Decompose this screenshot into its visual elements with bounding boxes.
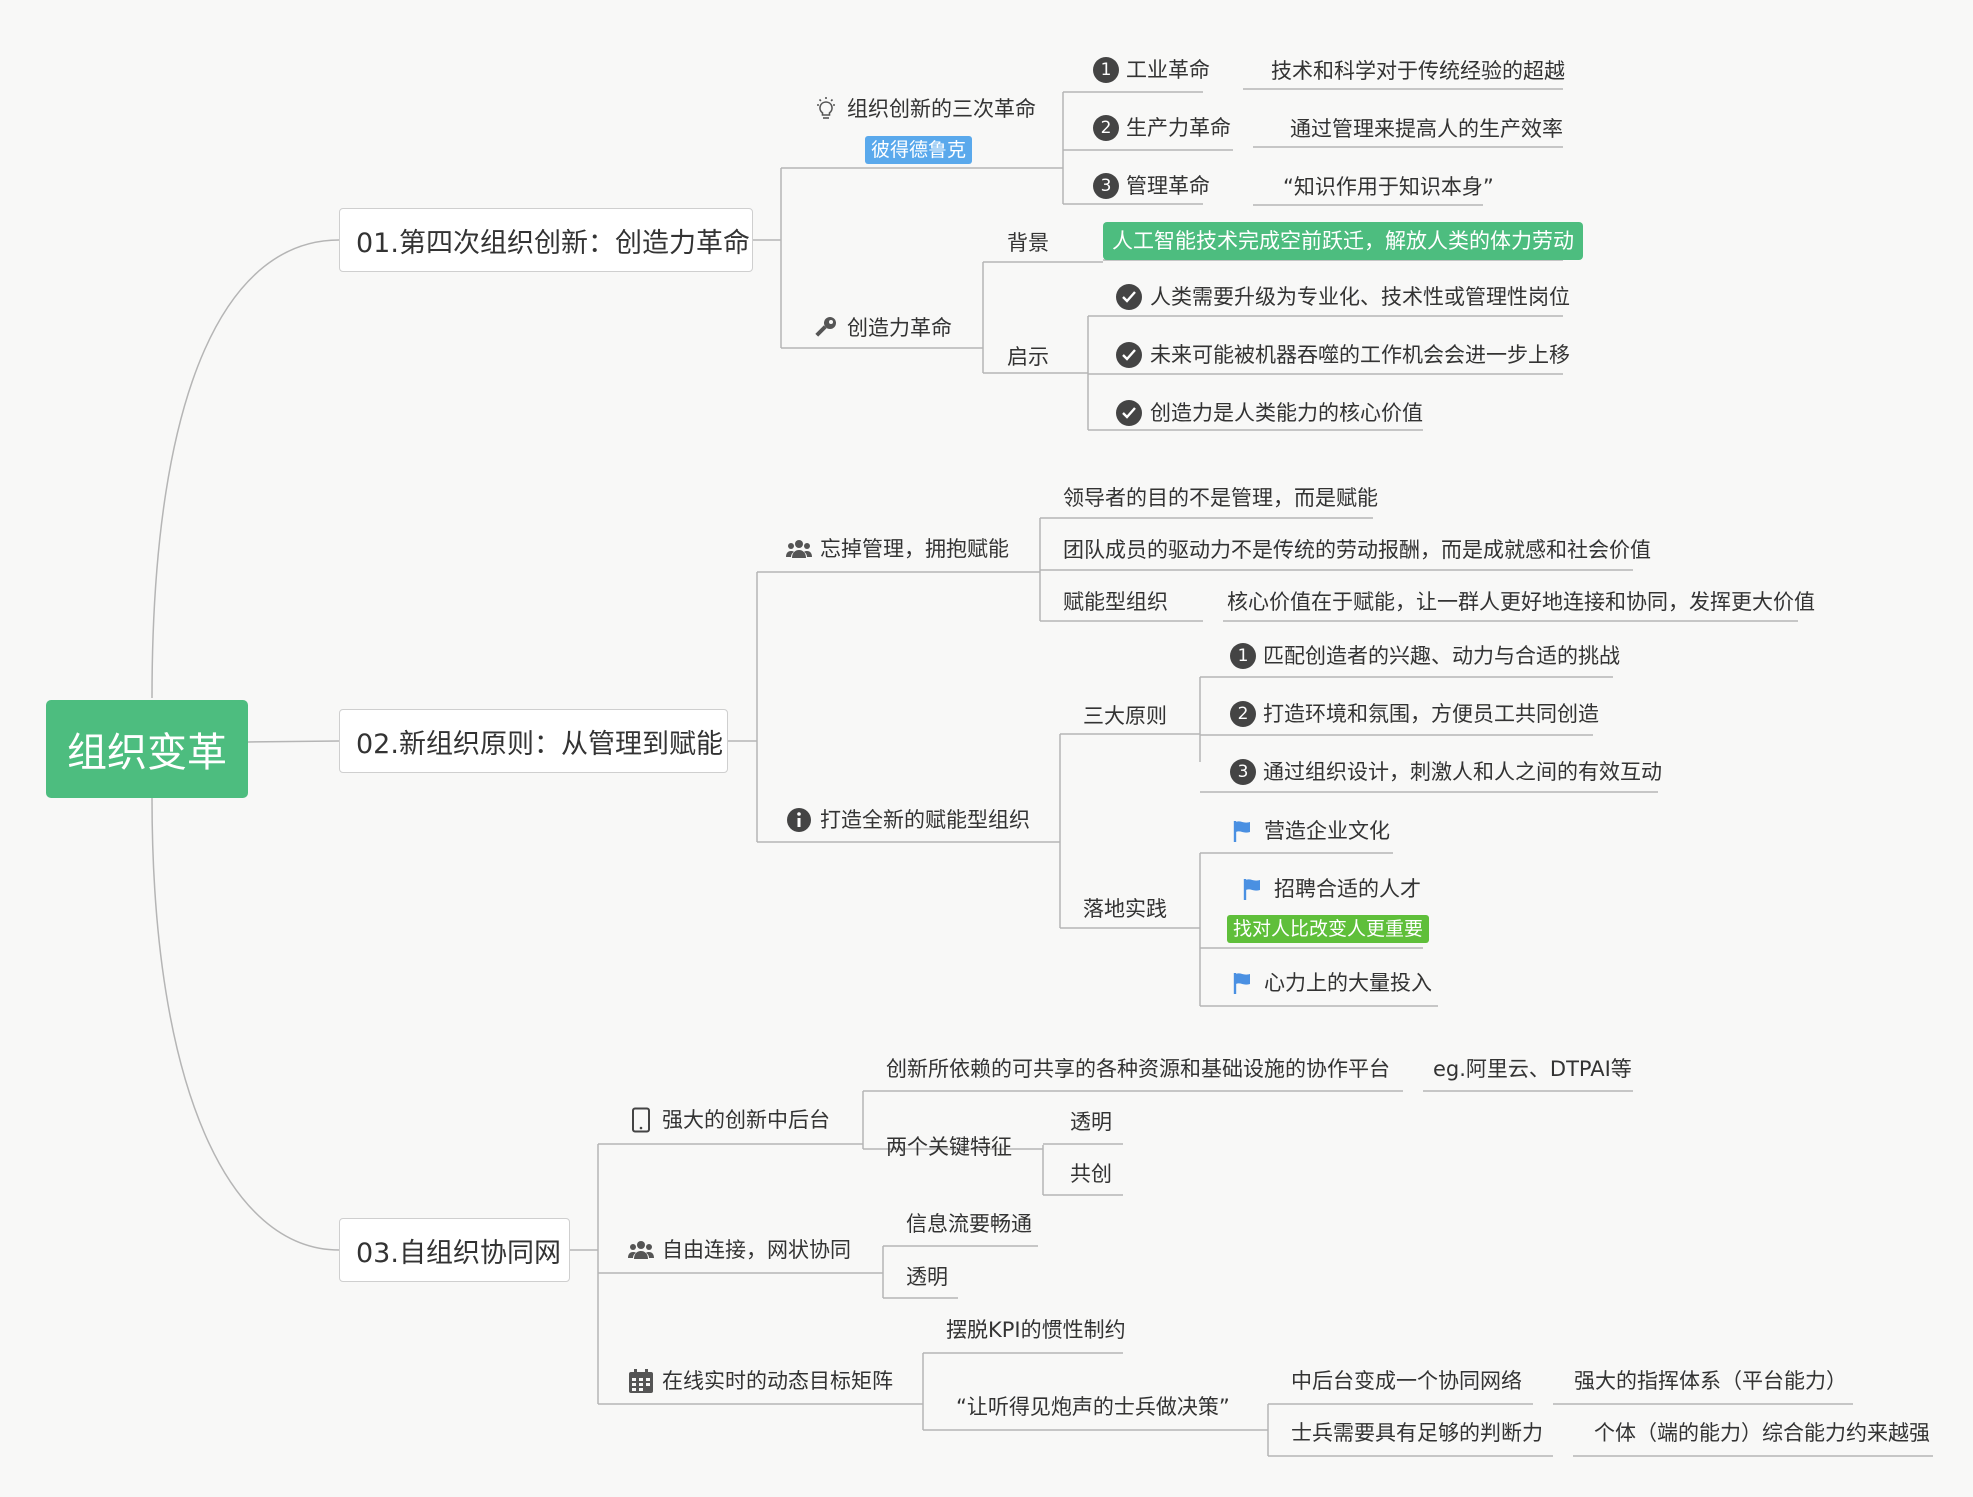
platform-desc[interactable]: 创新所依赖的可共享的各种资源和基础设施的协作平台 [886, 1057, 1390, 1081]
calendar-icon [628, 1368, 654, 1394]
check-icon [1116, 400, 1142, 426]
revolution-detail-3[interactable]: “知识作用于知识本身” [1283, 175, 1494, 199]
practice-item-1[interactable]: 营造企业文化 [1230, 818, 1390, 844]
flag-icon [1230, 818, 1256, 844]
pair-2-right[interactable]: 个体（端的能力）综合能力约来越强 [1594, 1421, 1930, 1445]
pair-2-left[interactable]: 士兵需要具有足够的判断力 [1291, 1421, 1543, 1445]
soldier-quote[interactable]: “让听得见炮声的士兵做决策” [956, 1395, 1230, 1419]
number-badge-icon: 2 [1230, 701, 1256, 727]
kpi-item[interactable]: 摆脱KPI的惯性制约 [946, 1318, 1126, 1342]
forget-item-2[interactable]: 团队成员的驱动力不是传统的劳动报酬，而是成就感和社会价值 [1063, 538, 1651, 562]
principle-item-3[interactable]: 3 通过组织设计，刺激人和人之间的有效互动 [1230, 759, 1662, 785]
insight-label[interactable]: 启示 [1007, 345, 1049, 369]
revolution-label: 工业革命 [1126, 58, 1210, 82]
practice-item-3[interactable]: 心力上的大量投入 [1230, 970, 1432, 996]
practice-text: 招聘合适的人才 [1274, 877, 1421, 901]
platform-example[interactable]: eg.阿里云、DTPAI等 [1433, 1057, 1632, 1081]
practice-item-2[interactable]: 招聘合适的人才 [1240, 876, 1421, 902]
innovation-platform-topic[interactable]: 强大的创新中后台 [628, 1107, 830, 1133]
tablet-icon [628, 1107, 654, 1133]
number-badge-icon: 3 [1093, 173, 1119, 199]
insight-item-1[interactable]: 人类需要升级为专业化、技术性或管理性岗位 [1116, 284, 1570, 310]
number-badge-icon: 2 [1093, 115, 1119, 141]
root-topic[interactable]: 组织变革 [46, 700, 248, 798]
background-highlight[interactable]: 人工智能技术完成空前跃迁，解放人类的体力劳动 [1103, 222, 1583, 260]
creativity-label: 创造力革命 [847, 316, 952, 340]
matrix-label: 在线实时的动态目标矩阵 [662, 1369, 893, 1393]
lightbulb-icon [813, 96, 839, 122]
check-icon [1116, 284, 1142, 310]
branch-02-title[interactable]: 02.新组织原则：从管理到赋能 [339, 709, 728, 773]
check-icon [1116, 342, 1142, 368]
three-revolutions-topic[interactable]: 组织创新的三次革命 [813, 96, 1036, 122]
free-connection-topic[interactable]: 自由连接，网状协同 [628, 1237, 851, 1263]
insight-item-3[interactable]: 创造力是人类能力的核心价值 [1116, 400, 1423, 426]
principle-text: 打造环境和氛围，方便员工共同创造 [1263, 702, 1599, 726]
number-badge-icon: 1 [1093, 57, 1119, 83]
pair-1-right[interactable]: 强大的指挥体系（平台能力） [1574, 1369, 1847, 1393]
practice-text: 营造企业文化 [1264, 819, 1390, 843]
flag-icon [1230, 970, 1256, 996]
revolution-detail-1[interactable]: 技术和科学对于传统经验的超越 [1271, 59, 1565, 83]
feature-transparent[interactable]: 透明 [1070, 1110, 1112, 1134]
free-connection-label: 自由连接，网状协同 [662, 1238, 851, 1262]
build-label: 打造全新的赋能型组织 [820, 808, 1030, 832]
branch-01-title[interactable]: 01.第四次组织创新：创造力革命 [339, 208, 753, 272]
revolution-label: 管理革命 [1126, 174, 1210, 198]
feature-cocreate[interactable]: 共创 [1070, 1162, 1112, 1186]
forget-management-topic[interactable]: 忘掉管理，拥抱赋能 [786, 536, 1009, 562]
branch-03-title[interactable]: 03.自组织协同网 [339, 1218, 570, 1282]
platform-label: 强大的创新中后台 [662, 1108, 830, 1132]
key-icon [813, 315, 839, 341]
creativity-revolution-topic[interactable]: 创造力革命 [813, 315, 952, 341]
info-icon [786, 807, 812, 833]
insight-text: 人类需要升级为专业化、技术性或管理性岗位 [1150, 285, 1570, 309]
revolution-item-2[interactable]: 2 生产力革命 [1093, 115, 1231, 141]
insight-text: 创造力是人类能力的核心价值 [1150, 401, 1423, 425]
forget-item-1[interactable]: 领导者的目的不是管理，而是赋能 [1063, 486, 1378, 510]
insight-item-2[interactable]: 未来可能被机器吞噬的工作机会会进一步上移 [1116, 342, 1570, 368]
connect-item-2[interactable]: 透明 [906, 1265, 948, 1289]
people-icon [628, 1237, 654, 1263]
pair-1-left[interactable]: 中后台变成一个协同网络 [1291, 1369, 1522, 1393]
principle-text: 通过组织设计，刺激人和人之间的有效互动 [1263, 760, 1662, 784]
number-badge-icon: 1 [1230, 643, 1256, 669]
enable-org-label[interactable]: 赋能型组织 [1063, 590, 1168, 614]
background-label[interactable]: 背景 [1007, 231, 1049, 255]
principle-item-1[interactable]: 1 匹配创造者的兴趣、动力与合适的挑战 [1230, 643, 1620, 669]
revolution-detail-2[interactable]: 通过管理来提高人的生产效率 [1290, 117, 1563, 141]
revolution-item-3[interactable]: 3 管理革命 [1093, 173, 1210, 199]
insight-text: 未来可能被机器吞噬的工作机会会进一步上移 [1150, 343, 1570, 367]
build-enabling-org-topic[interactable]: 打造全新的赋能型组织 [786, 807, 1030, 833]
number-badge-icon: 3 [1230, 759, 1256, 785]
practice-tag: 找对人比改变人更重要 [1227, 915, 1430, 943]
forget-management-label: 忘掉管理，拥抱赋能 [820, 537, 1009, 561]
three-principles-label[interactable]: 三大原则 [1083, 704, 1167, 728]
revolution-item-1[interactable]: 1 工业革命 [1093, 57, 1210, 83]
drucker-tag: 彼得德鲁克 [865, 136, 973, 164]
flag-icon [1240, 876, 1266, 902]
people-icon [786, 536, 812, 562]
revolution-label: 生产力革命 [1126, 116, 1231, 140]
principle-item-2[interactable]: 2 打造环境和氛围，方便员工共同创造 [1230, 701, 1599, 727]
key-features-label[interactable]: 两个关键特征 [886, 1135, 1012, 1159]
practice-text: 心力上的大量投入 [1264, 971, 1432, 995]
principle-text: 匹配创造者的兴趣、动力与合适的挑战 [1263, 644, 1620, 668]
three-revolutions-label: 组织创新的三次革命 [847, 97, 1036, 121]
dynamic-goal-matrix-topic[interactable]: 在线实时的动态目标矩阵 [628, 1368, 893, 1394]
connect-item-1[interactable]: 信息流要畅通 [906, 1212, 1032, 1236]
practice-label[interactable]: 落地实践 [1083, 897, 1167, 921]
enable-org-detail[interactable]: 核心价值在于赋能，让一群人更好地连接和协同，发挥更大价值 [1227, 590, 1815, 614]
